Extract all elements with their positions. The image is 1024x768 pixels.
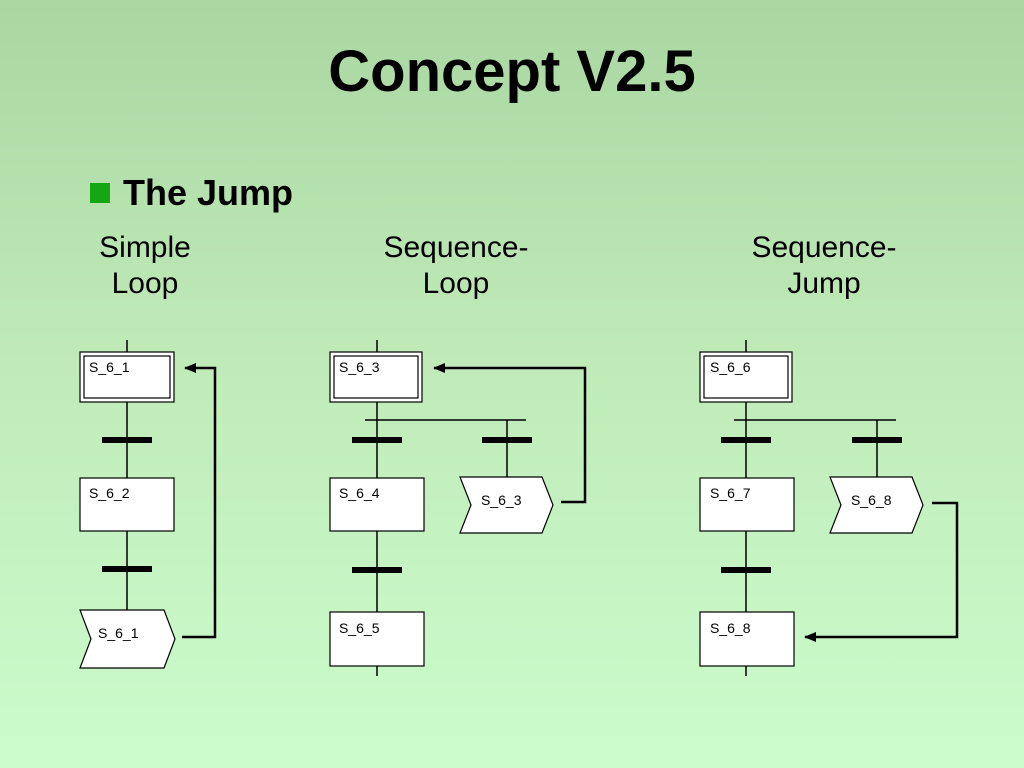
step-label: S_6_5: [339, 620, 380, 636]
initial-step-s6-1: S_6_1: [79, 351, 175, 403]
step-label: S_6_4: [339, 485, 380, 501]
simple-loop-diagram: S_6_1 S_6_2 S_6_1: [79, 340, 217, 669]
initial-step-s6-6: S_6_6: [699, 351, 793, 403]
column-label-line: Loop: [111, 267, 179, 300]
step-box: [329, 351, 423, 403]
jump-chevron-icon: [459, 476, 554, 534]
step-label: S_6_1: [98, 625, 139, 641]
column-label-simple-loop: Simple Loop: [60, 230, 230, 302]
step-label: S_6_3: [481, 492, 522, 508]
step-s6-5: S_6_5: [329, 611, 425, 667]
column-label-line: Loop: [422, 267, 490, 300]
step-label: S_6_2: [89, 485, 130, 501]
sequence-jump-diagram: S_6_6 S_6_7 S_6_8 S_6_8: [699, 340, 959, 676]
jump-step-s6-8: S_6_8: [829, 476, 924, 534]
column-label-sequence-loop: Sequence- Loop: [356, 230, 556, 302]
step-s6-2: S_6_2: [79, 477, 175, 532]
transition-bar: [852, 437, 902, 443]
jump-arrow: [804, 501, 959, 642]
step-label: S_6_1: [89, 359, 130, 375]
slide-title: Concept V2.5: [328, 39, 696, 104]
step-box: [699, 351, 793, 403]
bullet-item: The Jump: [90, 172, 293, 214]
step-box: [79, 351, 175, 403]
sequence-loop-diagram: S_6_3 S_6_4 S_6_3 S_6_5: [329, 340, 587, 676]
initial-step-inner-border: [703, 355, 789, 399]
column-label-line: Sequence-: [383, 231, 529, 264]
column-label-line: Sequence-: [751, 231, 897, 264]
jump-step-s6-1: S_6_1: [79, 609, 176, 669]
jump-chevron-icon: [79, 609, 176, 669]
transition-bar: [102, 566, 152, 572]
transition-bar: [482, 437, 532, 443]
step-label: S_6_6: [710, 359, 751, 375]
bullet-text: The Jump: [123, 172, 294, 213]
transition-bar: [721, 567, 771, 573]
transition-bar: [102, 437, 152, 443]
column-label-sequence-jump: Sequence- Jump: [724, 230, 924, 302]
step-label: S_6_8: [710, 620, 751, 636]
step-label: S_6_3: [339, 359, 380, 375]
step-box: [699, 477, 795, 532]
jump-chevron-icon: [829, 476, 924, 534]
step-label: S_6_7: [710, 485, 751, 501]
transition-bar: [352, 567, 402, 573]
transition-bar: [721, 437, 771, 443]
initial-step-inner-border: [333, 355, 419, 399]
column-label-line: Simple: [99, 231, 191, 264]
initial-step-s6-3: S_6_3: [329, 351, 423, 403]
step-box: [329, 477, 425, 532]
step-s6-4: S_6_4: [329, 477, 425, 532]
jump-arrow: [182, 363, 217, 639]
step-box: [699, 611, 795, 667]
step-s6-7: S_6_7: [699, 477, 795, 532]
step-label: S_6_8: [851, 492, 892, 508]
transition-bar: [352, 437, 402, 443]
step-s6-8: S_6_8: [699, 611, 795, 667]
jump-step-s6-3: S_6_3: [459, 476, 554, 534]
initial-step-inner-border: [83, 355, 171, 399]
jump-arrow: [433, 363, 587, 504]
column-label-line: Jump: [787, 267, 861, 300]
bullet-square-icon: [90, 183, 110, 203]
step-box: [79, 477, 175, 532]
